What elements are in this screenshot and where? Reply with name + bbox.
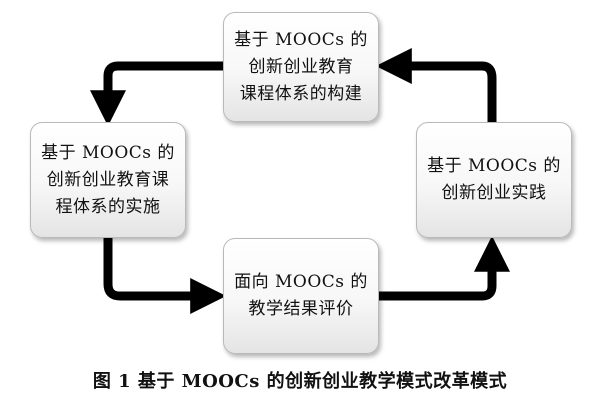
arrow-right-to-top <box>375 48 497 122</box>
arrow-top-to-left <box>90 61 223 127</box>
node-teaching-evaluation: 面向 MOOCs 的 教学结果评价 <box>223 238 379 354</box>
node-innovation-practice: 基于 MOOCs 的 创新创业实践 <box>416 122 572 238</box>
arrow-bottom-to-right <box>379 235 510 301</box>
node-curriculum-implementation: 基于 MOOCs 的 创新创业教育课 程体系的实施 <box>30 122 186 238</box>
node-curriculum-construction: 基于 MOOCs 的 创新创业教育 课程体系的构建 <box>223 12 379 122</box>
arrow-left-to-bottom <box>103 238 227 314</box>
figure-caption: 图 1 基于 MOOCs 的创新创业教学模式改革模式 <box>92 371 508 392</box>
